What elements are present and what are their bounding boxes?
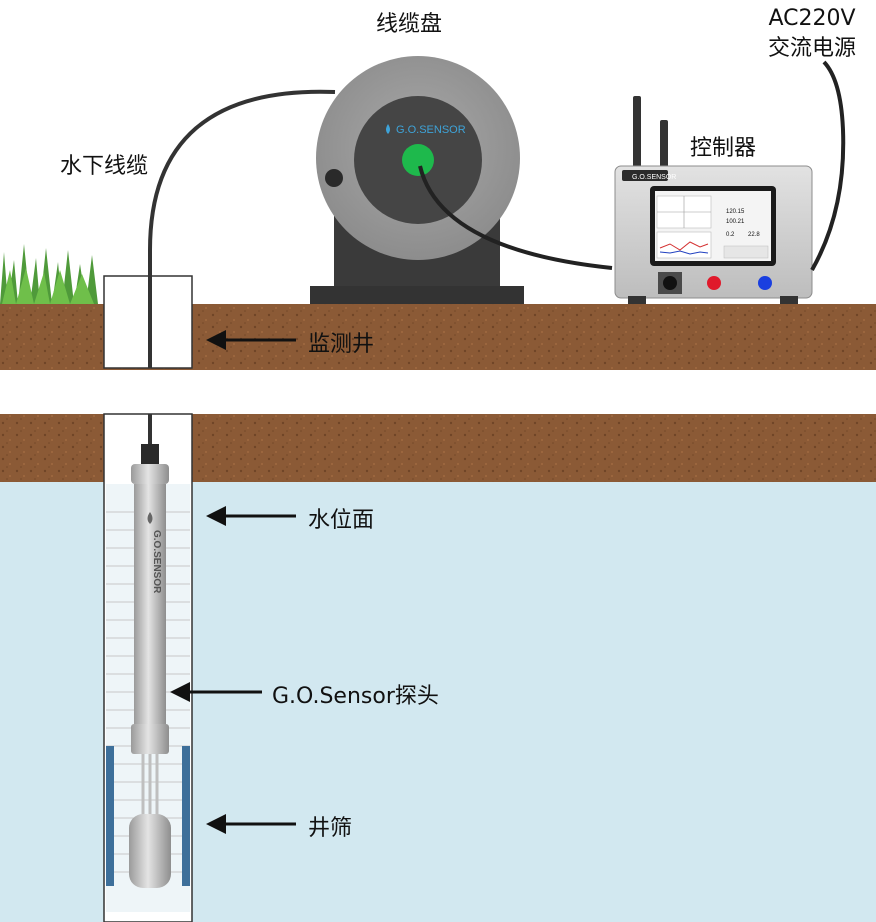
button-red: [707, 276, 721, 290]
arrow-water-level: [206, 506, 296, 526]
sensor-probe: G.O.SENSOR: [129, 444, 171, 888]
well-screen-left: [106, 746, 114, 886]
underwater-cable: [148, 89, 336, 368]
display-reading-2: 100.21: [726, 219, 745, 225]
grass: [0, 244, 98, 304]
antenna-right: [660, 120, 668, 170]
label-well: 监测井: [308, 332, 375, 357]
controller-logo: G.O.SENSOR: [632, 174, 676, 181]
well-screen-right: [182, 746, 190, 886]
reel-green-hub: [402, 144, 434, 176]
antenna-left: [633, 96, 641, 170]
label-power-line1: AC220V: [768, 6, 856, 31]
controller: G.O.SENSOR 120.15 100.21 0.2 22.8: [614, 165, 813, 304]
label-cable: 水下线缆: [60, 154, 149, 179]
reel-controller-cable: [418, 165, 613, 270]
label-probe: G.O.Sensor探头: [272, 684, 439, 709]
label-controller: 控制器: [690, 136, 757, 161]
reel-logo: G.O.SENSOR: [396, 124, 466, 136]
display-reading-1: 120.15: [726, 209, 745, 215]
display-reading-4: 22.8: [748, 232, 760, 238]
display-reading-3: 0.2: [726, 232, 735, 238]
label-screen: 井筛: [308, 816, 353, 841]
arrow-well: [206, 330, 296, 350]
power-cable: [810, 60, 846, 271]
label-power-line2: 交流电源: [767, 36, 856, 61]
cable-reel: G.O.SENSOR: [310, 56, 524, 304]
arrow-probe: [170, 682, 262, 702]
button-blue: [758, 276, 772, 290]
connector-black: [663, 276, 677, 290]
label-power: AC220V 交流电源: [752, 4, 872, 64]
probe-logo: G.O.SENSOR: [151, 530, 162, 594]
label-reel: 线缆盘: [376, 12, 443, 37]
label-water-level: 水位面: [308, 508, 375, 533]
arrow-screen: [206, 814, 296, 834]
